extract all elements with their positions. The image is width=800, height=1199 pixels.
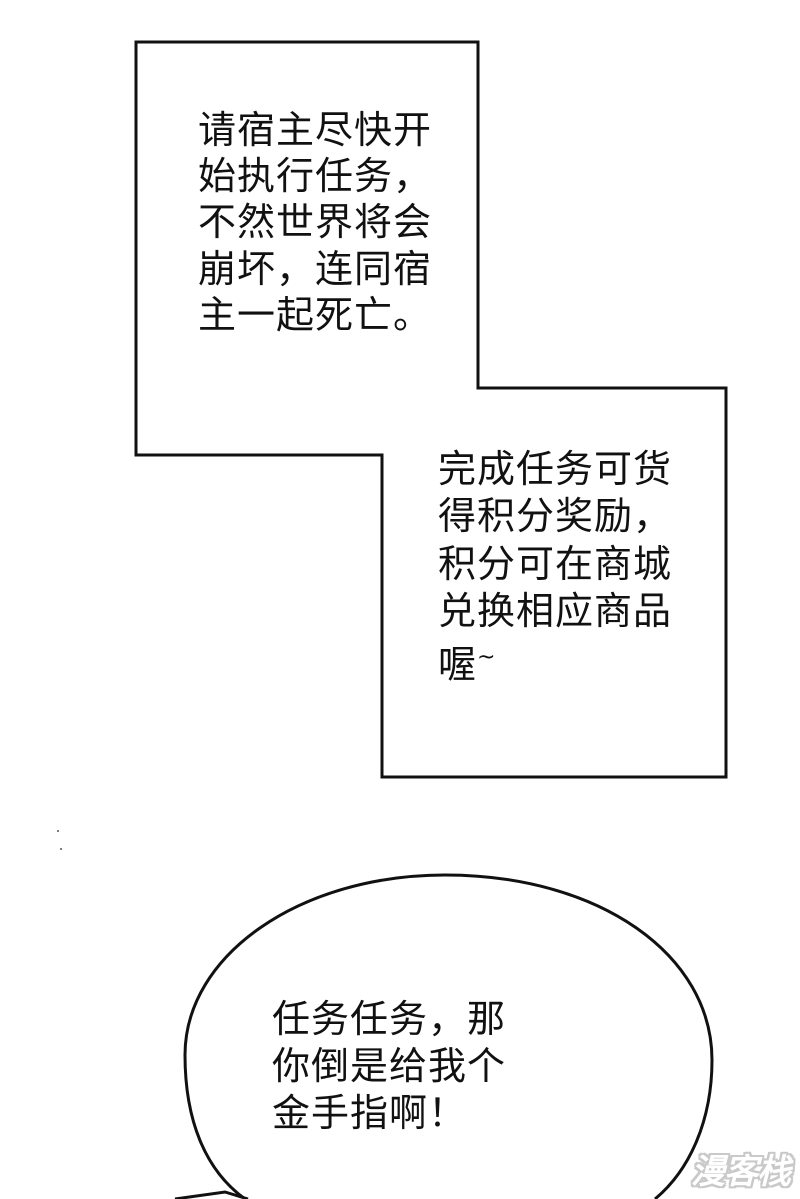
reward-message-line: 兑换相应商品 bbox=[438, 589, 673, 633]
ink-speck bbox=[57, 830, 59, 832]
system-message-line: 始执行任务， bbox=[198, 154, 433, 198]
reward-message-line: 喔 bbox=[438, 642, 478, 687]
system-message-line: 崩坏，连同宿 bbox=[198, 247, 433, 291]
speech-bubble-outline bbox=[183, 873, 714, 1199]
system-message-line: 主一起死亡。 bbox=[198, 293, 433, 337]
speech-line: 你倒是给我个 bbox=[272, 1044, 507, 1088]
speech-line: 任务任务，那 bbox=[272, 997, 507, 1041]
reward-message-line: 得积分奖励， bbox=[438, 494, 673, 538]
ink-speck bbox=[60, 848, 62, 850]
reward-message-last-line: 喔~ bbox=[438, 639, 496, 684]
system-message-box-outline bbox=[134, 40, 728, 779]
watermark-logo: 漫客栈 bbox=[691, 1152, 791, 1192]
tilde-mark: ~ bbox=[477, 645, 497, 670]
reward-message-line: 积分可在商城 bbox=[438, 542, 673, 586]
system-message-line: 请宿主尽快开 bbox=[198, 108, 433, 152]
system-message-line: 不然世界将会 bbox=[198, 200, 433, 244]
reward-message-line: 完成任务可货 bbox=[438, 447, 673, 491]
speech-bubble-tail bbox=[174, 1190, 249, 1199]
speech-line: 金手指啊！ bbox=[272, 1091, 468, 1135]
